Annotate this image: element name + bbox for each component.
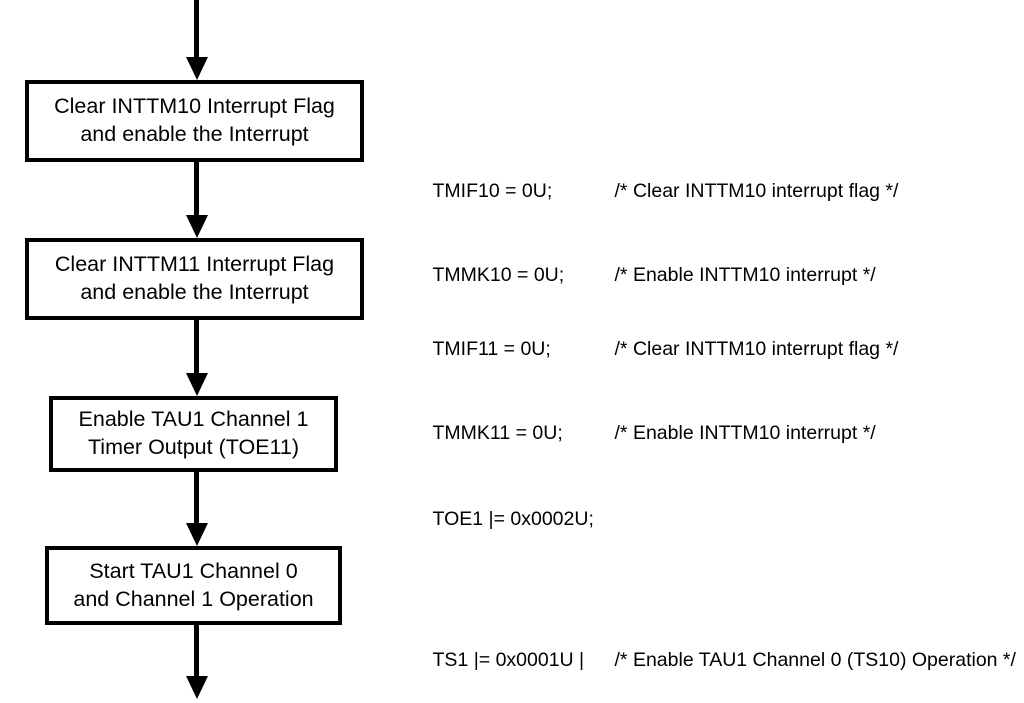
arrow-shaft bbox=[194, 162, 199, 215]
code-statement: TMMK11 = 0U; bbox=[432, 422, 563, 444]
code-statement: TOE1 |= 0x0002U; bbox=[432, 508, 594, 530]
code-group-clear-inttm10: TMIF10 = 0U; /* Clear INTTM10 interrupt f… bbox=[400, 93, 899, 317]
process-box-line-1: Start TAU1 Channel 0 bbox=[89, 558, 298, 583]
process-box-clear-inttm10[interactable]: Clear INTTM10 Interrupt Flag and enable … bbox=[25, 80, 364, 162]
code-statement: TMMK10 = 0U; bbox=[432, 264, 565, 286]
process-box-line-2: and enable the Interrupt bbox=[80, 122, 309, 146]
flow-arrow-step-3-to-step-4 bbox=[185, 472, 208, 546]
process-box-line-2: and Channel 1 Operation bbox=[73, 586, 314, 611]
flow-arrow-out-of-step-4 bbox=[185, 625, 208, 699]
code-row: TMMK11 = 0U; /* Enable INTTM10 interrupt … bbox=[400, 391, 898, 444]
code-row: TOE1 |= 0x0002U; bbox=[400, 477, 615, 530]
process-box-line-1: Enable TAU1 Channel 1 bbox=[78, 407, 309, 432]
code-comment: /* Enable TAU1 Channel 0 (TS10) Operatio… bbox=[614, 649, 1016, 671]
code-comment: /* Enable INTTM10 interrupt */ bbox=[614, 422, 876, 444]
arrow-head bbox=[185, 676, 208, 699]
flow-arrow-step-2-to-step-3 bbox=[185, 320, 208, 396]
process-box-line-1: Clear INTTM11 Interrupt Flag bbox=[54, 252, 335, 277]
code-comment: /* Clear INTTM10 interrupt flag */ bbox=[614, 180, 899, 202]
code-statement: TMIF11 = 0U; bbox=[432, 338, 551, 360]
process-box-start-channels[interactable]: Start TAU1 Channel 0 and Channel 1 Opera… bbox=[45, 546, 342, 625]
arrow-shaft bbox=[194, 0, 199, 57]
code-group-start-channels: TS1 |= 0x0001U | /* Enable TAU1 Channel 0… bbox=[400, 562, 1016, 703]
code-row: TMIF10 = 0U; /* Clear INTTM10 interrupt f… bbox=[400, 149, 899, 202]
process-box-line-2: and enable the Interrupt bbox=[80, 280, 309, 304]
process-box-enable-toe11[interactable]: Enable TAU1 Channel 1 Timer Output (TOE1… bbox=[49, 396, 338, 472]
arrow-head bbox=[185, 373, 208, 396]
arrow-shaft bbox=[194, 472, 199, 523]
code-group-enable-toe11: TOE1 |= 0x0002U; bbox=[400, 421, 615, 561]
arrow-head bbox=[185, 523, 208, 546]
arrow-head bbox=[185, 215, 208, 238]
flow-arrow-step-1-to-step-2 bbox=[185, 162, 208, 238]
process-box-line-2: Timer Output (TOE11) bbox=[87, 435, 300, 459]
arrow-head bbox=[185, 57, 208, 80]
code-row: TS1 |= 0x0001U | /* Enable TAU1 Channel 0… bbox=[400, 618, 1016, 671]
arrow-shaft bbox=[194, 320, 199, 373]
code-row: TMMK10 = 0U; /* Enable INTTM10 interrupt … bbox=[400, 233, 898, 286]
process-box-line-1: Clear INTTM10 Interrupt Flag bbox=[54, 94, 335, 119]
code-comment: /* Enable INTTM10 interrupt */ bbox=[614, 264, 876, 286]
flow-arrow-into-step-1 bbox=[185, 0, 208, 80]
process-box-clear-inttm11[interactable]: Clear INTTM11 Interrupt Flag and enable … bbox=[25, 238, 364, 320]
code-statement: TMIF10 = 0U; bbox=[432, 180, 553, 202]
code-comment: /* Clear INTTM10 interrupt flag */ bbox=[614, 338, 899, 360]
code-row: TMIF11 = 0U; /* Clear INTTM10 interrupt f… bbox=[400, 307, 899, 360]
code-statement: TS1 |= 0x0001U | bbox=[432, 649, 585, 671]
code-group-clear-inttm11: TMIF11 = 0U; /* Clear INTTM10 interrupt f… bbox=[400, 251, 899, 475]
arrow-shaft bbox=[194, 625, 199, 676]
